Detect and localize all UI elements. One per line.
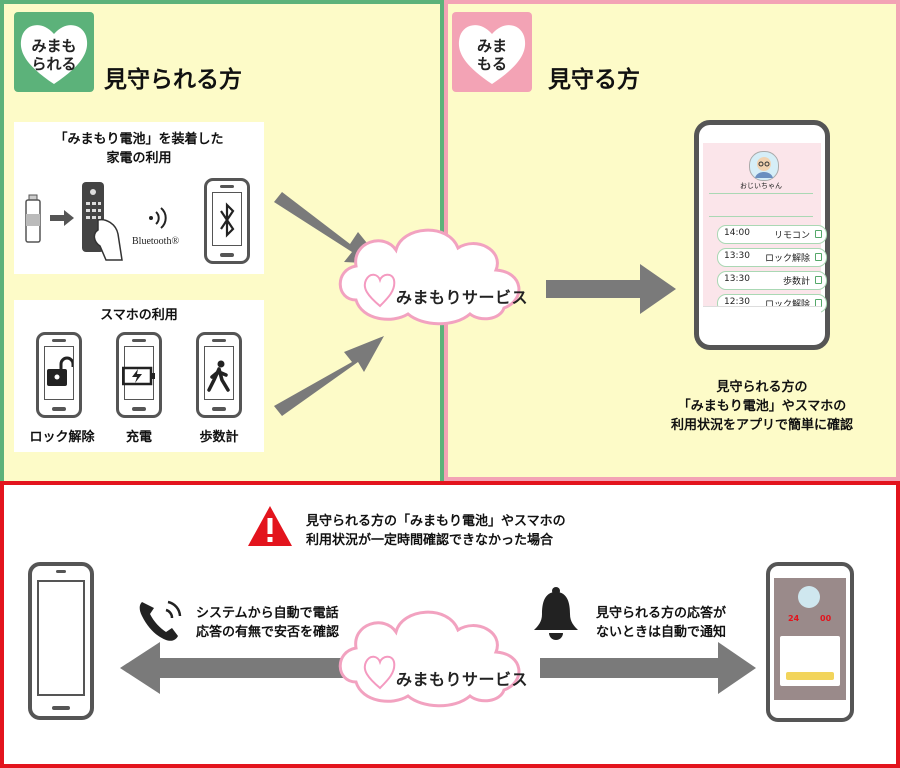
service-name-bottom: みまもりサービス xyxy=(396,670,529,689)
warning-text: 見守られる方の「みまもり電池」やスマホの 利用状況が一定時間確認できなかった場合 xyxy=(306,512,566,550)
auto-call-line2: 応答の有無で安否を確認 xyxy=(196,625,340,640)
arrow-right-icon xyxy=(50,210,74,226)
watcher-caption-line2: 「みまもり電池」やスマホの xyxy=(677,399,847,414)
watcher-caption-line3: 利用状況をアプリで簡単に確認 xyxy=(670,418,853,433)
timer-minutes: 00 xyxy=(820,614,832,623)
logo-text-line1: みま xyxy=(476,37,507,55)
phone-pedometer xyxy=(196,332,242,418)
remote-control-icon xyxy=(82,182,123,261)
mimamorareru-logo: みまも られる xyxy=(14,12,94,92)
appliance-title-line2: 家電の利用 xyxy=(106,151,172,166)
battery-icon xyxy=(25,194,41,243)
notify-text: 見守られる方の応答が ないときは自動で通知 xyxy=(596,604,726,642)
unlock-icon xyxy=(47,356,73,386)
warning-line2: 利用状況が一定時間確認できなかった場合 xyxy=(306,533,554,548)
logo-text-line2: もる xyxy=(476,55,507,73)
service-cloud-bottom xyxy=(338,610,521,708)
watched-phone xyxy=(28,562,94,720)
notify-line2: ないときは自動で通知 xyxy=(596,625,727,640)
notification-screen: 24 00 xyxy=(774,578,846,700)
watcher-notification-phone: 24 00 xyxy=(766,562,854,722)
walking-icon xyxy=(207,360,230,392)
appliance-title-line1: 「みまもり電池」を装着した xyxy=(54,132,224,147)
watcher-caption-line1: 見守られる方の xyxy=(716,380,808,395)
timer-hours: 24 xyxy=(788,614,800,623)
phone-lock xyxy=(36,332,82,418)
watcher-heading: 見守る方 xyxy=(548,67,640,93)
battery-charging-icon xyxy=(122,366,155,386)
appliance-usage-box: 「みまもり電池」を装着した 家電の利用 Bluetooth® xyxy=(14,122,264,274)
warning-icon xyxy=(248,506,292,546)
phone-call-icon xyxy=(139,600,182,641)
bluetooth-label: Bluetooth® xyxy=(132,236,180,247)
mimamoru-logo: みま もる xyxy=(452,12,532,92)
auto-call-line1: システムから自動で電話 xyxy=(196,606,339,621)
watcher-caption: 見守られる方の 「みまもり電池」やスマホの 利用状況をアプリで簡単に確認 xyxy=(640,378,884,435)
logo-text-line2: られる xyxy=(31,55,77,73)
watched-heading: 見守られる方 xyxy=(104,67,242,93)
service-name-top: みまもりサービス xyxy=(396,288,529,307)
service-cloud-top xyxy=(338,228,521,326)
arrow-to-cloud-top xyxy=(274,192,384,264)
arrow-to-watcher-phone xyxy=(540,642,756,694)
notification-confirm-button[interactable] xyxy=(786,672,834,680)
notification-dialog xyxy=(780,636,840,686)
avatar xyxy=(749,151,779,181)
app-timeline-chart xyxy=(709,193,813,217)
bell-icon xyxy=(534,587,578,640)
charging-label: 充電 xyxy=(125,430,152,445)
smartphone-title: スマホの利用 xyxy=(100,308,178,323)
auto-call-text: システムから自動で電話 応答の有無で安否を確認 xyxy=(196,604,339,642)
pedometer-label: 歩数計 xyxy=(199,430,239,445)
arrow-to-watched-phone xyxy=(120,642,354,694)
lock-unlock-label: ロック解除 xyxy=(29,430,95,445)
bluetooth-icon xyxy=(220,202,235,238)
app-user-name: おじいちゃん xyxy=(740,182,782,190)
smartphone-usage-box: スマホの利用 ロック解除 充電 歩数計 xyxy=(14,300,264,452)
notify-line1: 見守られる方の応答が xyxy=(596,606,727,621)
warning-line1: 見守られる方の「みまもり電池」やスマホの xyxy=(306,514,566,529)
logo-text-line1: みまも xyxy=(31,37,77,55)
arrow-to-cloud-bottom xyxy=(274,336,384,416)
signal-waves-icon xyxy=(149,207,167,229)
app-tab-bar xyxy=(703,306,821,321)
arrow-to-app xyxy=(546,264,676,314)
